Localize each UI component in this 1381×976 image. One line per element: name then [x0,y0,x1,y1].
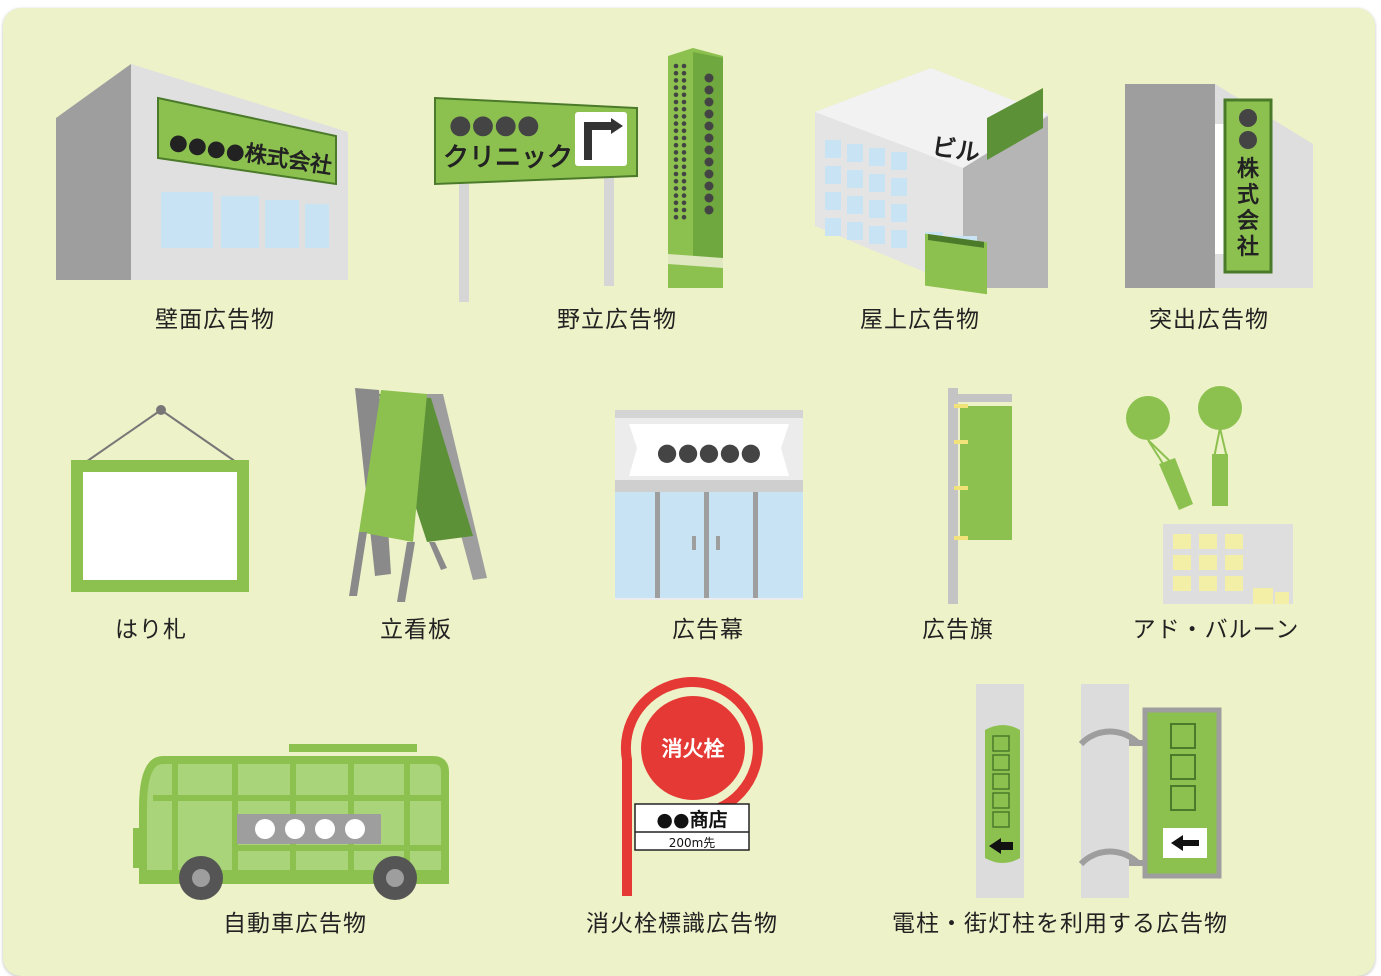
wall-sign-building-illustration: ●●●●株式会社 [56,64,348,280]
advertising-flag-illustration [948,388,1012,604]
shop-text: ●●商店 [656,808,727,831]
label-standing-sign: 立看板 [380,617,452,643]
vehicle-advertising-bus-illustration [133,744,449,900]
ad-balloon-illustration [1126,386,1293,604]
advertising-curtain-storefront-illustration: ●●●●● [615,410,803,600]
label-rooftop-sign: 屋上広告物 [860,307,980,333]
label-advertising-flag: 広告旗 [922,617,994,643]
advertising-pillar-illustration [668,48,723,288]
signage-types-panel: ●●●●株式会社 ●●●● クリニック ビル 株式会社 [3,8,1375,976]
label-ad-balloon: アド・バルーン [1132,617,1300,643]
billboard-text: クリニック [443,143,573,173]
illustrations: ●●●●株式会社 ●●●● クリニック ビル 株式会社 [56,48,1313,900]
curtain-text: ●●●●● [657,438,762,466]
hydrant-text: 消火栓 [662,737,725,761]
standing-sign-illustration [349,388,487,602]
label-advertising-curtain: 広告幕 [672,617,744,643]
utility-pole-advertising-illustration [976,684,1222,898]
distance-text: 200m先 [669,836,716,850]
label-fire-hydrant-sign: 消火栓標識広告物 [586,911,778,937]
hanging-sign-illustration [71,405,249,592]
label-utility-pole-ad: 電柱・街灯柱を利用する広告物 [892,911,1228,937]
billboard-illustration: ●●●● クリニック [434,96,638,302]
label-wall-sign: 壁面広告物 [155,307,275,333]
label-billboard: 野立広告物 [557,307,677,333]
label-hanging-sign: はり札 [115,617,187,643]
projecting-sign-text: 株式会社 [1237,157,1260,260]
fire-hydrant-sign-illustration: 消火栓 ●●商店 200m先 [620,677,763,896]
projecting-sign-building-illustration: 株式会社 [1125,84,1313,288]
rooftop-sign-building-illustration: ビル [815,68,1048,295]
label-projecting-sign: 突出広告物 [1149,307,1269,333]
billboard-dots: ●●●● [449,110,540,140]
label-vehicle-ad: 自動車広告物 [223,911,367,937]
